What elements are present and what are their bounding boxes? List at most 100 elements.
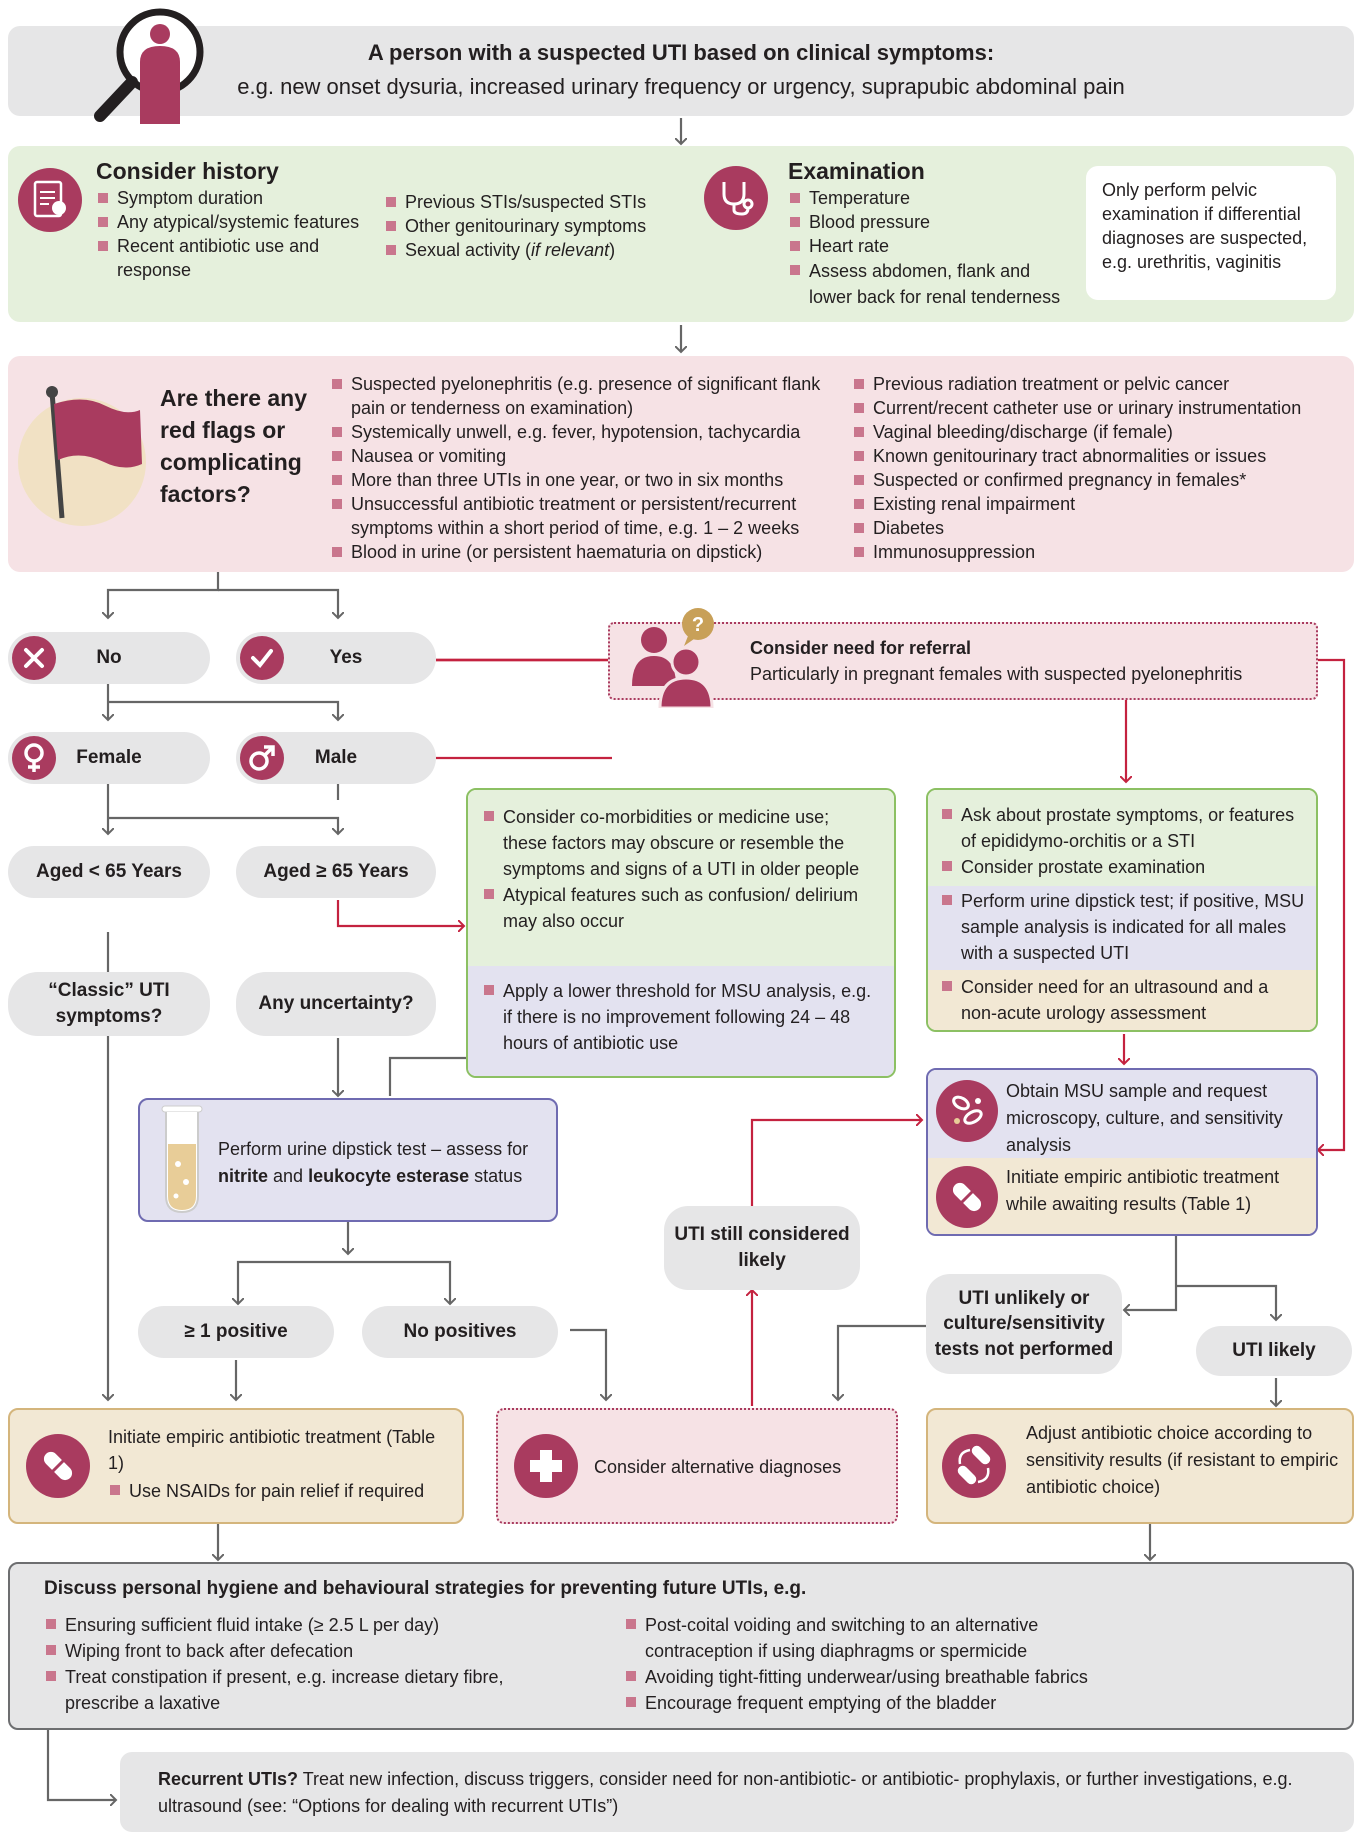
positive-pill: ≥ 1 positive: [138, 1306, 334, 1358]
yes-label: Yes: [329, 647, 363, 669]
dipstick-text: Perform urine dipstick test – assess for…: [218, 1136, 548, 1190]
red-flag-item: Vaginal bleeding/discharge (if female): [852, 420, 1342, 444]
hygiene-item: Avoiding tight-fitting underwear/using b…: [624, 1664, 1124, 1690]
hygiene-box: Discuss personal hygiene and behavioural…: [8, 1562, 1354, 1730]
pill-icon: [936, 1166, 998, 1228]
history-item-prefix: Sexual activity (: [405, 240, 532, 260]
clipboard-icon: [18, 168, 82, 232]
no-label: No: [96, 647, 122, 669]
hygiene-title: Discuss personal hygiene and behavioural…: [44, 1578, 807, 1599]
red-flag-item: Systemically unwell, e.g. fever, hypoten…: [330, 420, 830, 444]
msu-box: Obtain MSU sample and request microscopy…: [926, 1068, 1318, 1236]
history-item-italic: if relevant: [531, 240, 610, 260]
uti-likely-pill: UTI likely: [1196, 1326, 1352, 1376]
male-ultrasound-list: Consider need for an ultrasound and a no…: [940, 974, 1308, 1026]
hygiene-item: Post-coital voiding and switching to an …: [624, 1612, 1124, 1664]
referral-title: Consider need for referral: [750, 638, 972, 658]
history-title: Consider history: [96, 158, 279, 184]
male-list: Ask about prostate symptoms, or features…: [940, 802, 1308, 880]
red-flag-item: Immunosuppression: [852, 540, 1342, 564]
svg-text:?: ?: [692, 614, 704, 636]
red-flag-item: Previous radiation treatment or pelvic c…: [852, 372, 1342, 396]
test-tube-icon: [161, 1105, 203, 1214]
alternative-text: Consider alternative diagnoses: [594, 1457, 842, 1477]
red-flag-icon: [46, 386, 142, 519]
initiate-item: Use NSAIDs for pain relief if required: [108, 1478, 448, 1504]
suspected-uti-title: A person with a suspected UTI based on c…: [367, 40, 995, 65]
hygiene-item: Treat constipation if present, e.g. incr…: [44, 1664, 544, 1716]
older-item: Consider co-morbidities or medicine use;…: [482, 804, 872, 882]
exam-item: Assess abdomen, flank and lower back for…: [788, 258, 1078, 310]
dipstick-status: status: [469, 1166, 523, 1186]
examination-list: Temperature Blood pressure Heart rate As…: [788, 186, 1078, 310]
red-flags-panel: [8, 356, 1354, 572]
suspected-uti-box: A person with a suspected UTI based on c…: [8, 26, 1354, 116]
pelvic-exam-note: Only perform pelvic examination if diffe…: [1086, 166, 1336, 300]
uti-still-likely-pill: UTI still considered likely: [664, 1206, 860, 1290]
female-symbol-icon: [12, 736, 56, 780]
male-green-section: [928, 790, 1316, 886]
exam-item: Blood pressure: [788, 210, 1078, 234]
examination-title: Examination: [788, 158, 925, 184]
classic-symptoms-pill: “Classic” UTI symptoms?: [8, 972, 210, 1036]
male-item: Ask about prostate symptoms, or features…: [940, 802, 1308, 854]
history-list-1: Symptom duration Any atypical/systemic f…: [96, 186, 376, 282]
pill-switch-icon: [942, 1434, 1006, 1498]
dipstick-leukocyte: leukocyte esterase: [308, 1166, 470, 1186]
referral-people-icon: ?: [632, 608, 714, 708]
red-flag-item: Suspected or confirmed pregnancy in fema…: [852, 468, 1342, 492]
male-beige-section: [928, 970, 1316, 1030]
red-flags-list-1: Suspected pyelonephritis (e.g. presence …: [330, 372, 830, 564]
dipstick-and: and: [268, 1166, 309, 1186]
aged-under-65-pill: Aged < 65 Years: [8, 846, 210, 898]
referral-text: Particularly in pregnant females with su…: [750, 664, 1243, 684]
red-flag-item: Nausea or vomiting: [330, 444, 830, 468]
older-msu-list: Apply a lower threshold for MSU analysis…: [482, 978, 872, 1056]
pill-icon: [26, 1434, 90, 1498]
red-flags-list-2: Previous radiation treatment or pelvic c…: [852, 372, 1342, 564]
initiate-treatment-box: Initiate empiric antibiotic treatment (T…: [8, 1408, 464, 1524]
red-flag-item: Diabetes: [852, 516, 1342, 540]
red-flag-item: Current/recent catheter use or urinary i…: [852, 396, 1342, 420]
male-dipstick-item: Perform urine dipstick test; if positive…: [940, 888, 1308, 966]
red-flag-item: Blood in urine (or persistent haematuria…: [330, 540, 830, 564]
magnifier-person-icon: [94, 8, 204, 124]
adjust-text: Adjust antibiotic choice according to se…: [1026, 1423, 1339, 1497]
exam-item: Heart rate: [788, 234, 1078, 258]
recurrent-title: Recurrent UTIs?: [158, 1769, 299, 1789]
history-item: Previous STIs/suspected STIs: [384, 190, 674, 214]
alternative-diagnoses-box: Consider alternative diagnoses: [496, 1408, 898, 1524]
suspected-uti-subtitle: e.g. new onset dysuria, increased urinar…: [237, 74, 1125, 99]
history-item-suffix: ): [609, 240, 616, 260]
history-item: Sexual activity (if relevant): [384, 238, 674, 262]
dipstick-text-1: Perform urine dipstick test – assess for: [218, 1139, 529, 1159]
history-item: Recent antibiotic use and response: [96, 234, 357, 282]
any-uncertainty-pill: Any uncertainty?: [236, 972, 436, 1036]
red-flag-item: Unsuccessful antibiotic treatment or per…: [330, 492, 830, 540]
referral-box: Consider need for referral Particularly …: [608, 622, 1318, 700]
history-list-2: Previous STIs/suspected STIs Other genit…: [384, 190, 674, 262]
red-flags-question: Are there any red flags or complicating …: [160, 385, 308, 507]
history-item: Other genitourinary symptoms: [384, 214, 674, 238]
msu-text: Obtain MSU sample and request microscopy…: [1006, 1081, 1283, 1155]
hygiene-list-2: Post-coital voiding and switching to an …: [624, 1612, 1124, 1716]
cross-icon: [12, 636, 56, 680]
male-dipstick-list: Perform urine dipstick test; if positive…: [940, 888, 1308, 966]
recurrent-text: Recurrent UTIs? Treat new infection, dis…: [158, 1766, 1318, 1820]
msu-empiric-text: Initiate empiric antibiotic treatment wh…: [1006, 1167, 1280, 1214]
hygiene-list-1: Ensuring sufficient fluid intake (≥ 2.5 …: [44, 1612, 544, 1716]
older-people-box: Consider co-morbidities or medicine use;…: [466, 788, 896, 1078]
check-icon: [240, 636, 284, 680]
red-flag-item: More than three UTIs in one year, or two…: [330, 468, 830, 492]
male-item: Consider prostate examination: [940, 854, 1308, 880]
red-flag-item: Known genitourinary tract abnormalities …: [852, 444, 1342, 468]
hygiene-item: Wiping front to back after defecation: [44, 1638, 544, 1664]
older-msu-item: Apply a lower threshold for MSU analysis…: [482, 978, 872, 1056]
bacteria-icon: [936, 1080, 998, 1142]
male-label: Male: [314, 747, 358, 769]
older-list: Consider co-morbidities or medicine use;…: [482, 804, 872, 934]
aged-over-65-pill: Aged ≥ 65 Years: [236, 846, 436, 898]
recurrent-body: Treat new infection, discuss triggers, c…: [158, 1769, 1293, 1816]
male-assessment-box: Ask about prostate symptoms, or features…: [926, 788, 1318, 1032]
stethoscope-icon: [704, 166, 768, 230]
